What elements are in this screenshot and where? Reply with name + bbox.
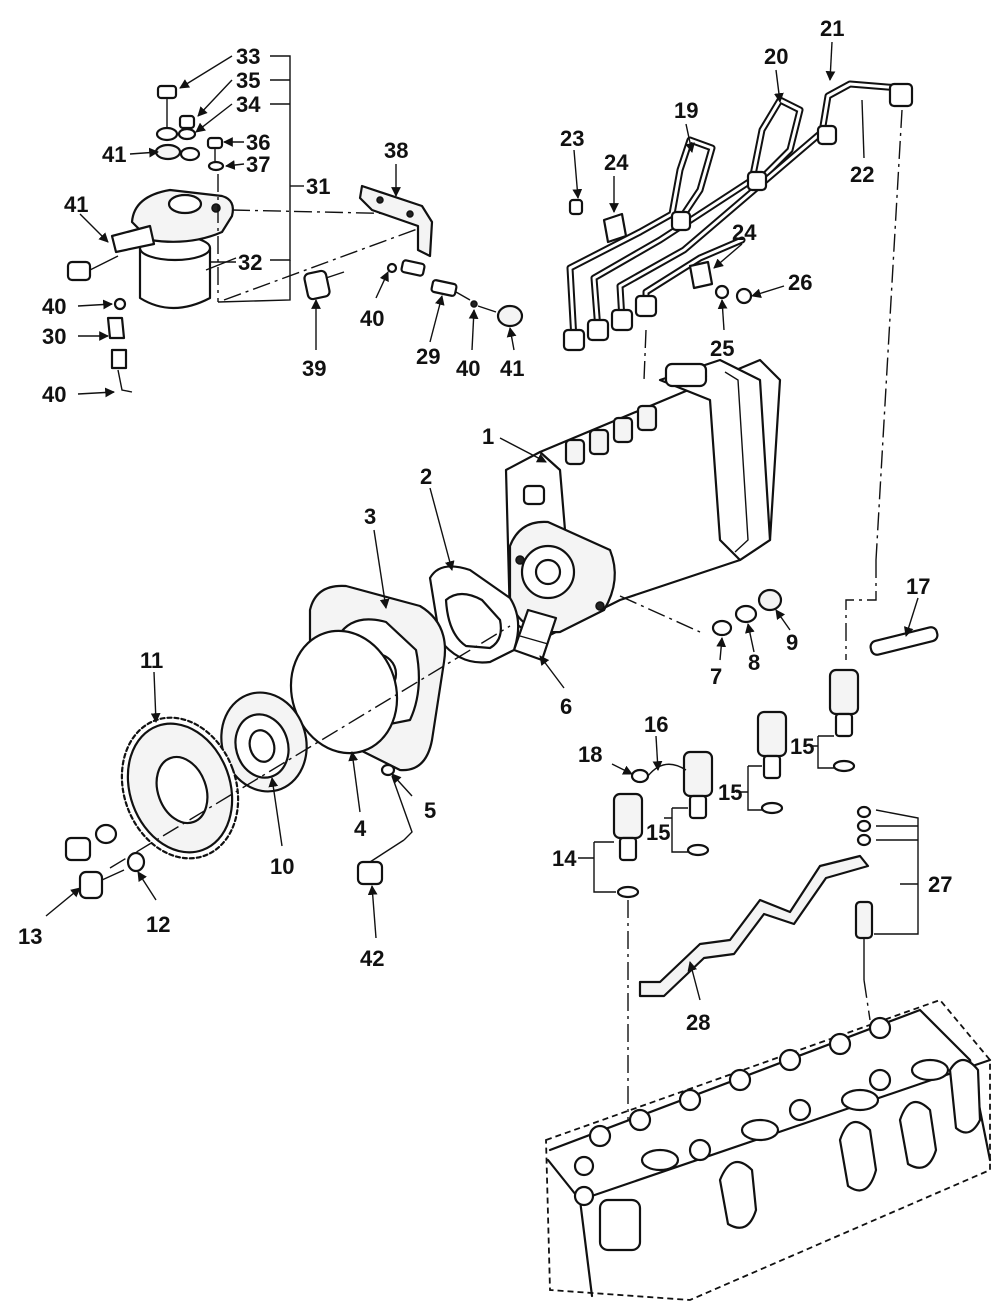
callout-28: 28 <box>686 1010 710 1035</box>
mounting-bracket <box>358 184 434 258</box>
callout-3: 3 <box>364 504 376 529</box>
callout-41c: 41 <box>500 356 524 381</box>
filter-head <box>130 188 234 243</box>
washers-7-8-9 <box>711 588 783 637</box>
callout-11: 11 <box>140 648 163 673</box>
callout-13: 13 <box>18 924 42 949</box>
callout-24b: 24 <box>732 220 757 245</box>
callout-35: 35 <box>236 68 260 93</box>
callout-9: 9 <box>786 630 798 655</box>
callout-14: 14 <box>552 846 577 871</box>
gear-fasteners <box>64 823 146 900</box>
callout-32: 32 <box>238 250 262 275</box>
callout-26: 26 <box>788 270 812 295</box>
callout-17: 17 <box>906 574 930 599</box>
callout-18: 18 <box>578 742 602 767</box>
callout-38: 38 <box>384 138 408 163</box>
callout-16: 16 <box>644 712 668 737</box>
injector-15c <box>828 668 860 773</box>
callout-8: 8 <box>748 650 760 675</box>
callout-40d: 40 <box>456 356 480 381</box>
bolt-42 <box>356 763 413 886</box>
callout-1: 1 <box>482 424 494 449</box>
callout-19: 19 <box>674 98 698 123</box>
callout-25: 25 <box>710 336 734 361</box>
callout-10: 10 <box>270 854 294 879</box>
pump-gasket <box>428 565 520 664</box>
glow-plug-bus-bar <box>638 854 870 998</box>
callout-23: 23 <box>560 126 584 151</box>
callout-27: 27 <box>928 872 952 897</box>
cylinder-head <box>545 998 992 1301</box>
callout-39: 39 <box>302 356 326 381</box>
callout-6: 6 <box>560 694 572 719</box>
drive-hub <box>220 691 308 793</box>
callout-40a: 40 <box>42 294 66 319</box>
injector-15b <box>756 710 788 815</box>
callout-21: 21 <box>820 16 844 41</box>
fuel-line-29 <box>303 259 524 328</box>
callout-31: 31 <box>306 174 330 199</box>
glow-plug-parts <box>854 805 874 980</box>
callout-15a: 15 <box>646 820 670 845</box>
filter-bowl <box>138 246 212 309</box>
callout-24a: 24 <box>604 150 629 175</box>
leader-lines <box>45 41 919 1001</box>
o-ring <box>289 629 399 755</box>
callout-22: 22 <box>850 162 874 187</box>
callout-15c: 15 <box>790 734 814 759</box>
callout-42: 42 <box>360 946 384 971</box>
callout-30: 30 <box>42 324 66 349</box>
injector-15a <box>682 750 714 857</box>
fuel-filter-assembly <box>66 84 421 393</box>
callout-33: 33 <box>236 44 260 69</box>
callout-41a: 41 <box>102 142 126 167</box>
drive-gear <box>120 716 240 860</box>
callout-4: 4 <box>354 816 367 841</box>
callout-7: 7 <box>710 664 722 689</box>
callout-2: 2 <box>420 464 432 489</box>
callout-29: 29 <box>416 344 440 369</box>
callout-20: 20 <box>764 44 788 69</box>
callout-41b: 41 <box>64 192 88 217</box>
callout-34: 34 <box>236 92 261 117</box>
injector-14 <box>612 792 644 899</box>
callout-5: 5 <box>424 798 436 823</box>
callout-labels: 1 2 3 4 5 6 7 8 9 10 11 12 13 14 15 15 1… <box>18 16 952 1035</box>
callout-15b: 15 <box>718 780 742 805</box>
injection-pump <box>504 358 782 662</box>
callout-36: 36 <box>246 130 270 155</box>
callout-40c: 40 <box>360 306 384 331</box>
injection-lines <box>562 80 914 660</box>
callout-12: 12 <box>146 912 170 937</box>
callout-40b: 40 <box>42 382 66 407</box>
callout-37: 37 <box>246 152 270 177</box>
leak-off-line <box>630 626 939 784</box>
